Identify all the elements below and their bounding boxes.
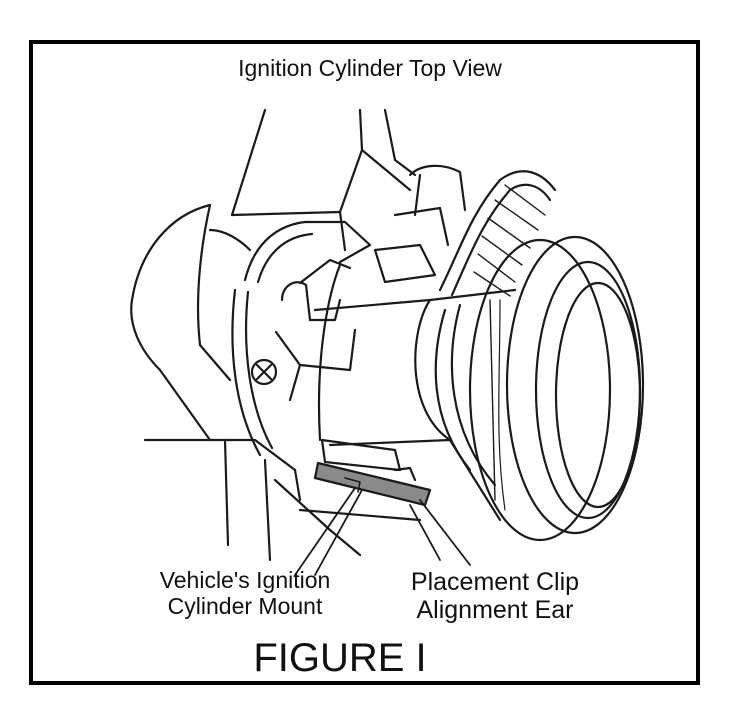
figure-caption: FIGURE I [253,636,427,680]
figure-frame [29,40,700,685]
placement-clip-band [373,164,557,297]
leader-lines [294,487,471,576]
vehicle-cylinder-mount [143,438,422,562]
steering-column-housing [130,108,417,442]
mount-callout-line-2: Cylinder Mount [167,592,323,619]
ignition-cylinder-body [313,263,452,447]
cylinder-face-rings [428,235,645,542]
mounting-screw [250,358,278,386]
alignment-ear [313,438,432,507]
cylinder-bracket [231,220,372,457]
clip-callout-line-1: Placement Clip [410,568,580,596]
clip-callout-line-2: Alignment Ear [416,596,574,624]
mount-callout-line-1: Vehicle's Ignition [159,567,331,593]
diagram-title: Ignition Cylinder Top View [238,55,502,81]
